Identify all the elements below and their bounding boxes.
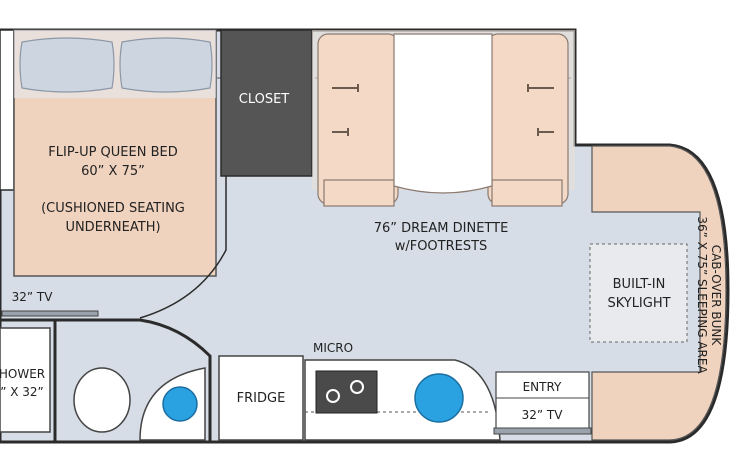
bedroom-partition <box>139 30 227 319</box>
bath-sink <box>162 386 198 422</box>
dinette-table <box>393 33 493 194</box>
bathroom-wall <box>0 318 212 442</box>
skylight <box>589 243 688 343</box>
bed-label-3: (CUSHIONED SEATING <box>41 201 185 216</box>
closet <box>220 29 313 177</box>
dinette-seat-left <box>323 179 395 207</box>
dinette-seat-right <box>491 179 563 207</box>
pillow-left <box>19 37 115 93</box>
fridge <box>218 355 304 441</box>
toilet <box>73 367 131 433</box>
bunk-label-1: CAB-OVER BUNK <box>709 245 723 347</box>
entry-tv-label: 32” TV <box>522 408 564 422</box>
dinette-bench-left <box>317 33 399 205</box>
cooktop <box>315 370 378 414</box>
footrest-icon <box>332 84 554 136</box>
pillow-right <box>119 37 213 93</box>
entry-step <box>495 371 590 431</box>
bunk-label-2: 36” X 75” SLEEPING AREA <box>695 216 709 374</box>
cab-over-bunk <box>591 145 727 441</box>
bedroom-tv <box>1 310 99 317</box>
burner-icon <box>350 380 364 394</box>
entry-label: ENTRY <box>523 380 562 394</box>
bed-label-2: 60” X 75” <box>81 164 145 179</box>
closet-label: CLOSET <box>239 92 290 107</box>
shower-label-1: HOWER <box>0 367 45 381</box>
bed-label-1: FLIP-UP QUEEN BED <box>48 145 177 160</box>
burner-icon <box>326 389 340 403</box>
shower <box>0 327 51 433</box>
skylight-label-2: SKYLIGHT <box>607 296 670 311</box>
skylight-label-1: BUILT-IN <box>613 277 666 292</box>
micro-label: MICRO <box>313 341 353 355</box>
bedroom-tv-label: 32” TV <box>12 290 54 304</box>
entry-tv <box>493 427 592 435</box>
dinette-label-2: w/FOOTRESTS <box>395 239 488 254</box>
dinette-label-1: 76” DREAM DINETTE <box>374 221 509 236</box>
bed-label-4: UNDERNEATH) <box>65 220 160 235</box>
shower-label-2: ” X 32” <box>0 385 44 399</box>
dinette-bench-right <box>487 33 569 205</box>
galley-sink <box>414 373 464 423</box>
left-cabinet <box>0 29 15 191</box>
fridge-label: FRIDGE <box>237 391 286 406</box>
